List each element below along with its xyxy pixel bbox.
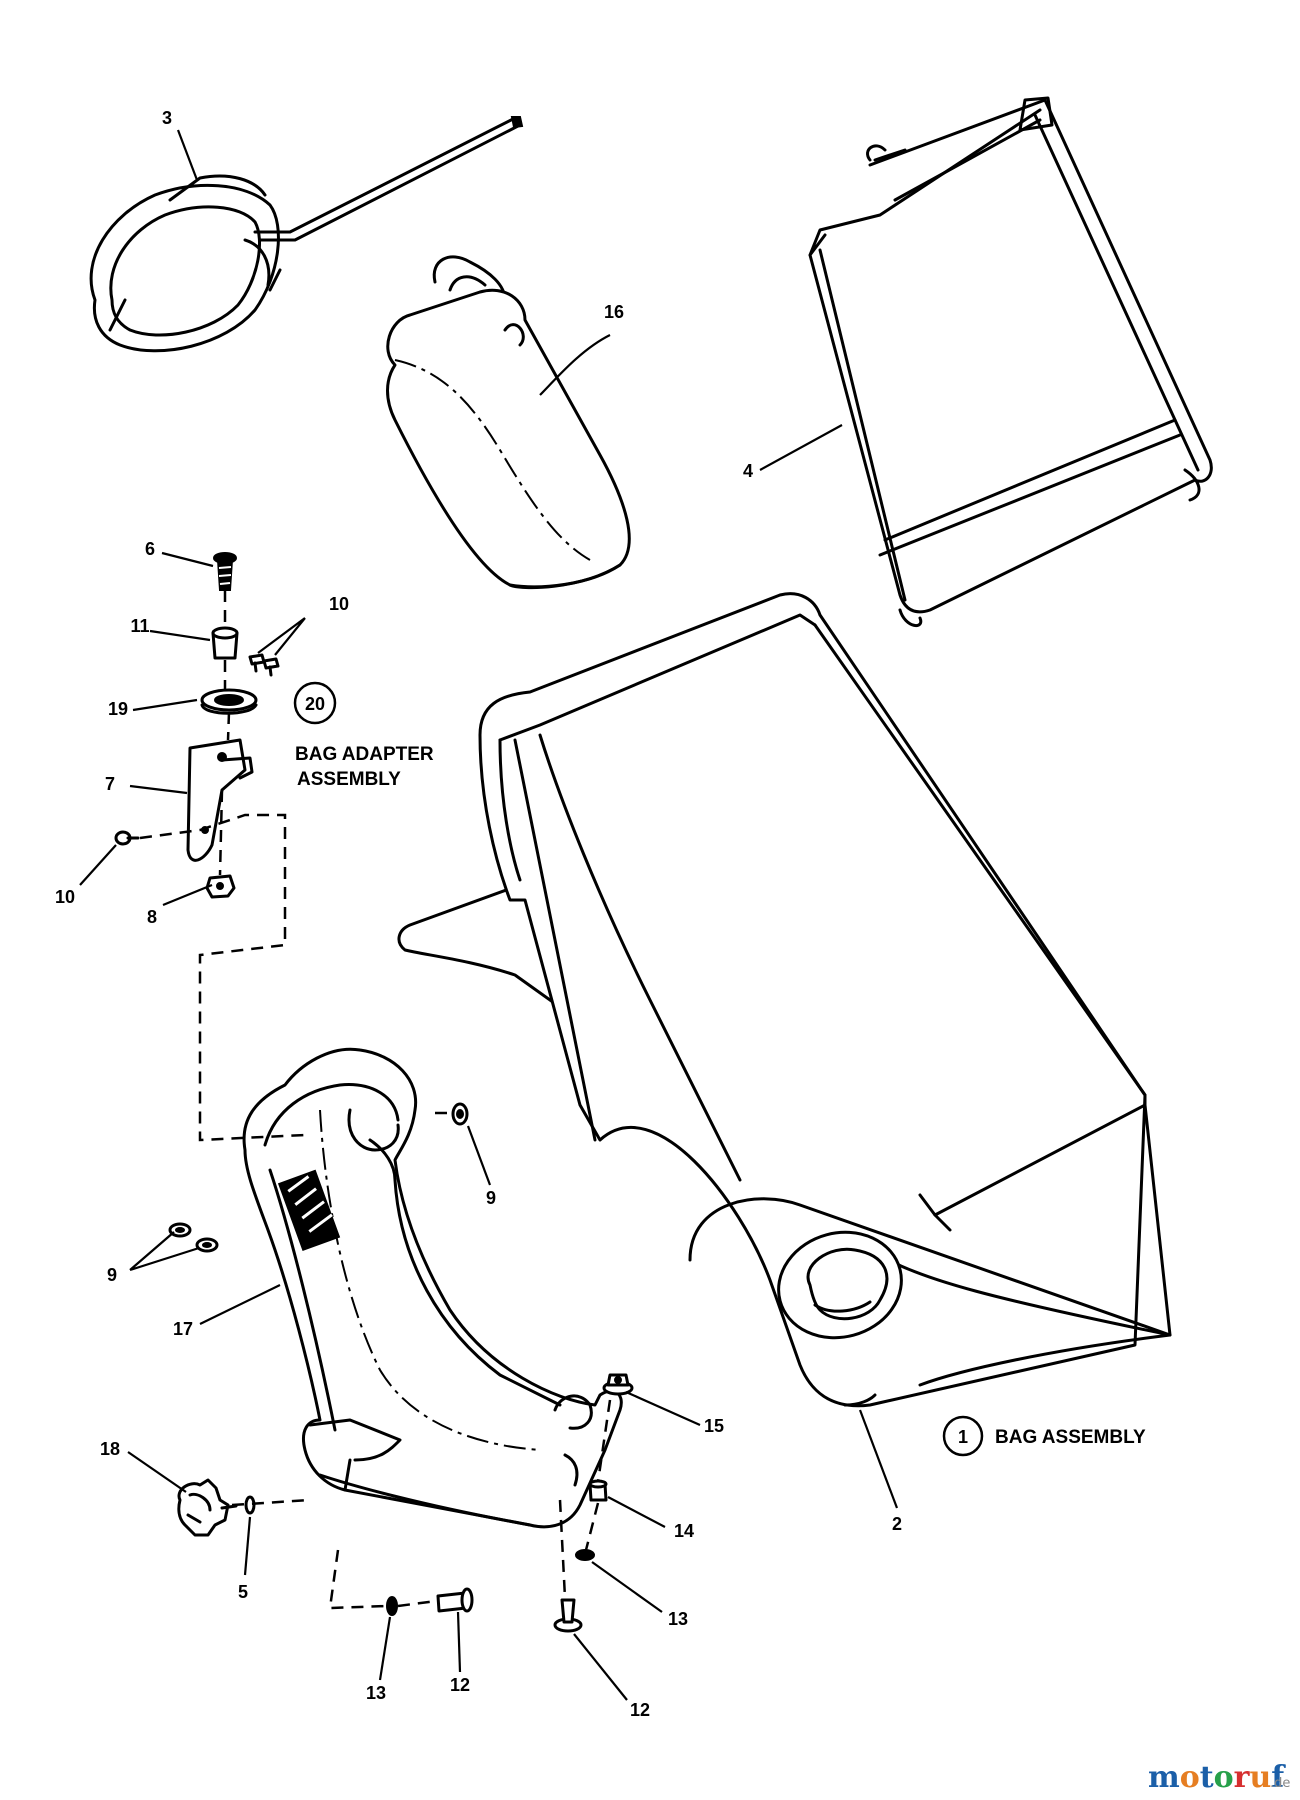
bag-assembly-caption: BAG ASSEMBLY — [995, 1427, 1146, 1448]
part-number-10-upper: 10 — [329, 594, 349, 614]
bracket-7 — [186, 738, 254, 862]
knob-18 — [177, 1478, 238, 1537]
bag-adapter-caption-line1: BAG ADAPTER — [295, 744, 434, 765]
part-numbers: 3 16 4 6 10 11 19 7 10 8 9 9 17 18 5 13 … — [55, 108, 902, 1720]
part-number-13-right: 13 — [668, 1609, 688, 1629]
part-number-17: 17 — [173, 1319, 193, 1339]
part-number-3: 3 — [162, 108, 172, 128]
watermark-letter: m — [1148, 1760, 1180, 1795]
bag-top-frame — [808, 96, 1213, 627]
svg-text:motoruf: motoruf — [1148, 1760, 1286, 1795]
rear-deflector — [386, 255, 631, 590]
watermark-letter: f — [1271, 1760, 1286, 1795]
nut-8 — [205, 874, 236, 899]
part-number-13-left: 13 — [366, 1683, 386, 1703]
watermark-letter: u — [1249, 1760, 1271, 1795]
part-number-18: 18 — [100, 1439, 120, 1459]
leader-lines — [79, 129, 899, 1701]
callout-circle-20 — [293, 681, 337, 725]
part-number-10-lower: 10 — [55, 887, 75, 907]
part-number-9-left: 9 — [107, 1265, 117, 1285]
bolt-12-left — [436, 1587, 474, 1613]
part-number-8: 8 — [147, 907, 157, 927]
watermark-letter: o — [1214, 1760, 1234, 1795]
flat-washer-13-right — [575, 1549, 595, 1561]
bag-adapter-caption-line2: ASSEMBLY — [297, 769, 401, 790]
bag-adapter-assembly-callout: 20 BAG ADAPTER ASSEMBLY — [293, 681, 434, 790]
part-number-20: 20 — [305, 694, 325, 714]
discharge-chute — [242, 1047, 623, 1529]
part-number-5: 5 — [238, 1582, 248, 1602]
assembly-lines — [139, 590, 612, 1610]
nuts-9 — [168, 1102, 469, 1253]
part-number-11: 11 — [130, 616, 149, 636]
flat-washer-13-left — [386, 1596, 398, 1616]
washer-19 — [200, 688, 258, 715]
part-number-19: 19 — [108, 699, 128, 719]
part-number-4: 4 — [743, 461, 753, 481]
washer-5 — [244, 1495, 256, 1515]
screw-6 — [213, 552, 237, 591]
part-number-6: 6 — [145, 539, 155, 559]
watermark-letter: o — [1180, 1760, 1200, 1795]
rivet-10-lower — [114, 830, 140, 846]
bag-frame-hoop — [89, 116, 524, 353]
bag-assembly-callout: 1 BAG ASSEMBLY — [942, 1415, 1146, 1457]
part-number-12-left: 12 — [450, 1675, 470, 1695]
part-number-7: 7 — [105, 774, 115, 794]
watermark-suffix: .de — [1270, 1776, 1290, 1791]
part-number-12-right: 12 — [630, 1700, 650, 1720]
part-number-14: 14 — [674, 1521, 694, 1541]
chute-caution-label — [277, 1169, 341, 1252]
callout-circle-1 — [942, 1415, 984, 1457]
part-number-1: 1 — [958, 1427, 968, 1447]
watermark-letter: r — [1234, 1760, 1251, 1795]
grass-bag — [397, 592, 1172, 1408]
part-number-15: 15 — [704, 1416, 724, 1436]
motoruf-watermark: motoruf .de — [1148, 1760, 1290, 1795]
part-number-9-right: 9 — [486, 1188, 496, 1208]
part-number-2: 2 — [892, 1514, 902, 1534]
bolt-12-right — [553, 1598, 583, 1633]
bushing-11 — [211, 626, 239, 660]
locknut-15 — [602, 1373, 634, 1396]
part-number-16: 16 — [604, 302, 624, 322]
rivets-10-upper — [248, 653, 280, 677]
watermark-letter: t — [1200, 1760, 1214, 1795]
spacer-14 — [588, 1479, 608, 1502]
